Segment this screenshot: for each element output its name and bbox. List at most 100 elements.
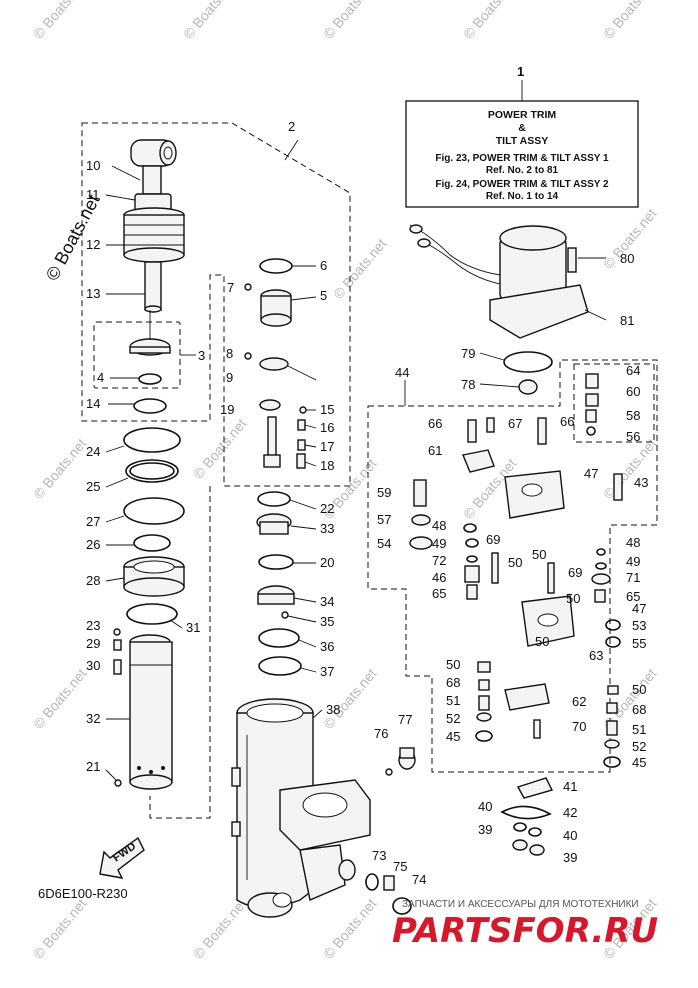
callout-24: 24 bbox=[86, 444, 100, 459]
watermark: © Boats.net bbox=[180, 0, 239, 42]
callout-50: 50 bbox=[446, 657, 460, 672]
callout-30: 30 bbox=[86, 658, 100, 673]
watermark: © Boats.net bbox=[320, 895, 379, 962]
callout-15: 15 bbox=[320, 402, 334, 417]
callout-2: 2 bbox=[288, 119, 295, 134]
ref-line-6: Fig. 24, POWER TRIM & TILT ASSY 2 bbox=[435, 179, 609, 190]
callout-59: 59 bbox=[377, 485, 391, 500]
callout-71: 71 bbox=[626, 570, 640, 585]
callout-22: 22 bbox=[320, 501, 334, 516]
callout-53: 53 bbox=[632, 618, 646, 633]
callout-69: 69 bbox=[486, 532, 500, 547]
ref-line-1: POWER TRIM bbox=[488, 109, 556, 121]
callout-4: 4 bbox=[97, 370, 104, 385]
callout-48: 48 bbox=[432, 518, 446, 533]
callout-58: 58 bbox=[626, 408, 640, 423]
callout-21: 21 bbox=[86, 759, 100, 774]
diagram-code: 6D6E100-R230 bbox=[38, 886, 128, 901]
callout-34: 34 bbox=[320, 594, 334, 609]
callout-20: 20 bbox=[320, 555, 334, 570]
callout-68: 68 bbox=[632, 702, 646, 717]
callout-51: 51 bbox=[446, 693, 460, 708]
callout-35: 35 bbox=[320, 614, 334, 629]
callout-74: 74 bbox=[412, 872, 426, 887]
watermark: © Boats.net bbox=[190, 415, 249, 482]
callout-40: 40 bbox=[478, 799, 492, 814]
main-housing bbox=[231, 698, 371, 918]
callout-52: 52 bbox=[446, 711, 460, 726]
callout-69: 69 bbox=[568, 565, 582, 580]
callout-39: 39 bbox=[563, 850, 577, 865]
leader-lines bbox=[105, 165, 607, 781]
callout-51: 51 bbox=[632, 722, 646, 737]
partsfor-logo: ЗАПЧАСТИ И АКСЕССУАРЫ ДЛЯ МОТОТЕХНИКИ PA… bbox=[392, 899, 658, 951]
callout-29: 29 bbox=[86, 636, 100, 651]
callout-44: 44 bbox=[395, 365, 409, 380]
callout-6: 6 bbox=[320, 258, 327, 273]
callout-48: 48 bbox=[626, 535, 640, 550]
callout-45: 45 bbox=[632, 755, 646, 770]
callout-45: 45 bbox=[446, 729, 460, 744]
callout-13: 13 bbox=[86, 286, 100, 301]
callout-52: 52 bbox=[632, 739, 646, 754]
callout-41: 41 bbox=[563, 779, 577, 794]
ref-line-5: Ref. No. 2 to 81 bbox=[486, 165, 559, 176]
callout-16: 16 bbox=[320, 420, 334, 435]
callout-19: 19 bbox=[220, 402, 234, 417]
callout-61: 61 bbox=[428, 443, 442, 458]
callout-81: 81 bbox=[620, 313, 634, 328]
ref-line-2: & bbox=[518, 122, 526, 134]
callout-63: 63 bbox=[589, 648, 603, 663]
callout-60: 60 bbox=[626, 384, 640, 399]
callout-12: 12 bbox=[86, 237, 100, 252]
callout-23: 23 bbox=[86, 618, 100, 633]
callout-80: 80 bbox=[620, 251, 634, 266]
callout-18: 18 bbox=[320, 458, 334, 473]
middle-valve-parts bbox=[244, 258, 307, 676]
callout-50: 50 bbox=[535, 634, 549, 649]
watermark: © Boats.net bbox=[600, 435, 659, 502]
callout-33: 33 bbox=[320, 521, 334, 536]
ref-line-4: Fig. 23, POWER TRIM & TILT ASSY 1 bbox=[435, 153, 609, 164]
watermark: © Boats.net bbox=[30, 895, 89, 962]
callout-68: 68 bbox=[446, 675, 460, 690]
callout-47: 47 bbox=[584, 466, 598, 481]
reference-box: 1 POWER TRIM & TILT ASSY Fig. 23, POWER … bbox=[405, 64, 639, 208]
callout-46: 46 bbox=[432, 570, 446, 585]
callout-25: 25 bbox=[86, 479, 100, 494]
callout-14: 14 bbox=[86, 396, 100, 411]
callout-7: 7 bbox=[227, 280, 234, 295]
fitting-parts bbox=[365, 747, 416, 915]
watermark: © Boats.net bbox=[330, 235, 389, 302]
ref-line-3: TILT ASSY bbox=[496, 135, 549, 147]
ref-line-7: Ref. No. 1 to 14 bbox=[486, 191, 559, 202]
callouts: 2 3 4 5 6 7 8 9 10 11 12 13 14 15 16 17 … bbox=[86, 119, 648, 887]
tilt-piston-assembly bbox=[113, 139, 185, 790]
watermark: © Boats.net bbox=[30, 435, 89, 502]
callout-70: 70 bbox=[572, 719, 586, 734]
callout-50: 50 bbox=[632, 682, 646, 697]
callout-26: 26 bbox=[86, 537, 100, 552]
callout-38: 38 bbox=[326, 702, 340, 717]
pump-assembly bbox=[409, 351, 623, 856]
callout-9: 9 bbox=[226, 370, 233, 385]
callout-66: 66 bbox=[428, 416, 442, 431]
callout-49: 49 bbox=[626, 554, 640, 569]
callout-47: 47 bbox=[632, 601, 646, 616]
callout-1: 1 bbox=[517, 64, 524, 79]
watermark: © Boats.net bbox=[30, 0, 89, 42]
callout-37: 37 bbox=[320, 664, 334, 679]
callout-31: 31 bbox=[186, 620, 200, 635]
callout-75: 75 bbox=[393, 859, 407, 874]
callout-65: 65 bbox=[626, 589, 640, 604]
callout-79: 79 bbox=[461, 346, 475, 361]
callout-50: 50 bbox=[532, 547, 546, 562]
callout-66: 66 bbox=[560, 414, 574, 429]
callout-11: 11 bbox=[86, 187, 100, 202]
watermark: © Boats.net bbox=[600, 0, 659, 42]
watermark: © Boats.net bbox=[460, 0, 519, 42]
assembly-outlines bbox=[81, 122, 658, 819]
fwd-arrow: FWD bbox=[99, 836, 145, 879]
callout-78: 78 bbox=[461, 377, 475, 392]
